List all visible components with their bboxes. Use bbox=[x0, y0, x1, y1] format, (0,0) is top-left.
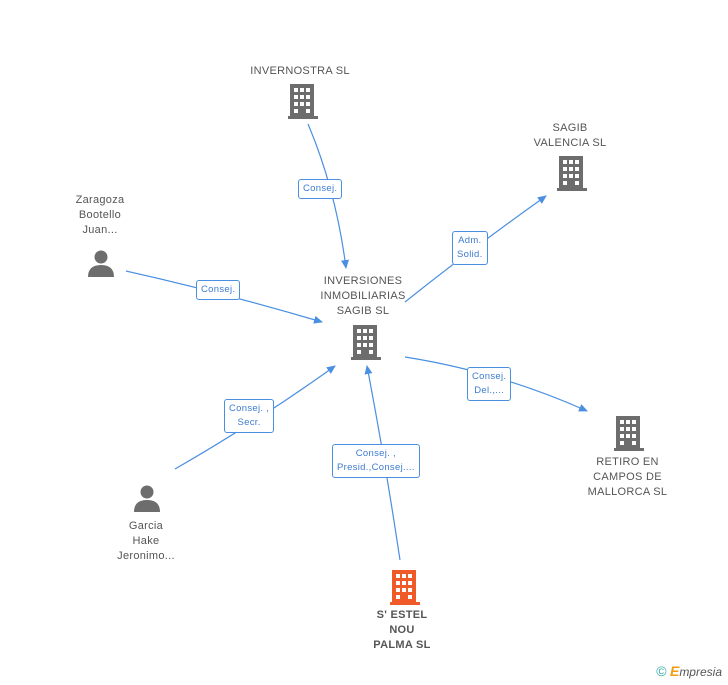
edge-label-line: Consej. , bbox=[355, 448, 396, 459]
node-label-line: SAGIB SL bbox=[336, 305, 390, 317]
node-label-inversiones[interactable]: INVERSIONES INMOBILIARIAS SAGIB SL bbox=[303, 274, 423, 319]
node-label-retiro[interactable]: RETIRO EN CAMPOS DE MALLORCA SL bbox=[575, 455, 680, 500]
edge-label-inversiones-retiro[interactable]: Consej. Del.,... bbox=[467, 367, 512, 401]
node-label-sestel[interactable]: S' ESTEL NOU PALMA SL bbox=[352, 608, 452, 653]
brand-rest: mpresia bbox=[679, 665, 722, 679]
node-label-line: Zaragoza bbox=[75, 194, 125, 206]
edge-label-sestel-inversiones[interactable]: Consej. , Presid.,Consej.... bbox=[332, 444, 420, 478]
edge-label-line: Presid.,Consej.... bbox=[337, 462, 415, 473]
node-label-line: MALLORCA SL bbox=[587, 486, 668, 498]
node-label-line: SAGIB bbox=[552, 122, 588, 134]
edge-label-line: Secr. bbox=[237, 417, 261, 428]
node-label-line: PALMA SL bbox=[373, 639, 431, 651]
node-label-invernostra[interactable]: INVERNOSTRA SL bbox=[230, 64, 370, 79]
node-label-line: CAMPOS DE bbox=[593, 471, 662, 483]
edge-label-line: Consej. bbox=[472, 371, 507, 382]
node-label-line: S' ESTEL bbox=[376, 609, 428, 621]
node-label-line: VALENCIA SL bbox=[533, 137, 607, 149]
building-icon bbox=[288, 84, 318, 119]
copyright-icon: © bbox=[656, 663, 667, 679]
node-label-line: NOU bbox=[389, 624, 415, 636]
node-label-line: Garcia bbox=[128, 520, 164, 532]
node-label-line: Hake bbox=[132, 535, 160, 547]
building-icon bbox=[557, 156, 587, 191]
edge-label-invernostra-inversiones[interactable]: Consej. bbox=[298, 179, 343, 199]
node-label-sagib-valencia[interactable]: SAGIB VALENCIA SL bbox=[520, 121, 620, 151]
node-label-line: Juan... bbox=[82, 224, 118, 236]
edge-label-line: Consej. , bbox=[229, 403, 270, 414]
edge-label-inversiones-sagib-valencia[interactable]: Adm. Solid. bbox=[452, 231, 488, 265]
building-icon-focus bbox=[390, 570, 420, 605]
edge-label-line: Del.,... bbox=[474, 385, 505, 396]
node-label-line: INVERNOSTRA SL bbox=[250, 65, 350, 77]
edge-label-line: Adm. bbox=[458, 235, 482, 246]
person-icon bbox=[134, 485, 160, 512]
brand-first-letter: E bbox=[669, 663, 680, 679]
building-icon bbox=[614, 416, 644, 451]
node-label-zaragoza[interactable]: Zaragoza Bootello Juan... bbox=[55, 193, 145, 238]
node-label-garcia[interactable]: Garcia Hake Jeronimo... bbox=[100, 519, 192, 564]
node-label-line: Bootello bbox=[78, 209, 122, 221]
node-label-line: INMOBILIARIAS bbox=[320, 290, 406, 302]
brand-logo[interactable]: © Empresia bbox=[656, 663, 722, 679]
person-icon bbox=[88, 250, 114, 277]
node-label-line: INVERSIONES bbox=[323, 275, 403, 287]
edge-label-line: Solid. bbox=[457, 249, 483, 260]
building-icon bbox=[351, 325, 381, 360]
edge-label-garcia-inversiones[interactable]: Consej. , Secr. bbox=[224, 399, 275, 433]
node-label-line: RETIRO EN bbox=[596, 456, 659, 468]
node-label-line: Jeronimo... bbox=[117, 550, 175, 562]
edge-label-line: Consej. bbox=[201, 284, 236, 295]
edge-label-line: Consej. bbox=[303, 183, 338, 194]
edge-label-zaragoza-inversiones[interactable]: Consej. bbox=[196, 280, 241, 300]
